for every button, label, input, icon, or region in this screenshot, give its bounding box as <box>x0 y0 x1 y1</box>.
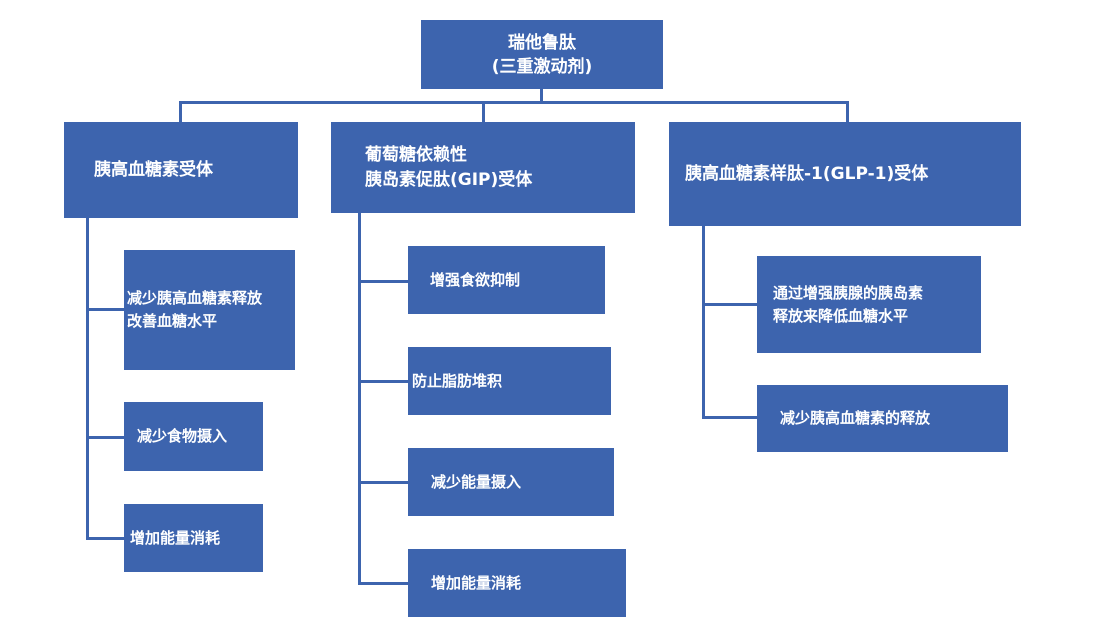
receptor-node-glucagon: 胰高血糖素受体 <box>64 122 298 218</box>
effect-label: 减少食物摄入 <box>137 427 228 445</box>
effect-label: 减少胰高血糖素的释放 <box>780 409 931 427</box>
receptor-label: 葡萄糖依赖性 胰岛素促肽(GIP)受体 <box>365 144 533 190</box>
connector-spine-2 <box>358 213 361 585</box>
connector-top-horizontal <box>179 101 849 104</box>
effect-node: 增加能量消耗 <box>124 504 263 572</box>
connector-branch-3-2 <box>702 416 757 419</box>
effect-node: 增加能量消耗 <box>408 549 626 617</box>
receptor-label: 胰高血糖素样肽-1(GLP-1)受体 <box>685 163 929 184</box>
connector-branch-3-1 <box>702 303 757 306</box>
connector-branch-2-4 <box>358 582 408 585</box>
receptor-label: 胰高血糖素受体 <box>94 159 213 180</box>
root-node: 瑞他鲁肽 (三重激动剂) <box>421 20 663 89</box>
effect-label: 增强食欲抑制 <box>430 270 521 289</box>
effect-label: 通过增强胰腺的胰岛素 释放来降低血糖水平 <box>773 283 924 325</box>
effect-node: 防止脂肪堆积 <box>408 347 611 415</box>
effect-node: 减少胰高血糖素的释放 <box>757 385 1008 452</box>
receptor-node-gip: 葡萄糖依赖性 胰岛素促肽(GIP)受体 <box>331 122 635 213</box>
root-title: 瑞他鲁肽 <box>507 32 576 53</box>
connector-spine-1 <box>86 218 89 540</box>
connector-branch-1-1 <box>86 308 124 311</box>
connector-drop-2 <box>482 101 485 122</box>
effect-node: 减少食物摄入 <box>124 402 263 471</box>
connector-drop-1 <box>179 101 182 122</box>
connector-spine-3 <box>702 226 705 419</box>
connector-root-down <box>540 89 543 103</box>
receptor-node-glp1: 胰高血糖素样肽-1(GLP-1)受体 <box>669 122 1021 226</box>
root-subtitle: (三重激动剂) <box>491 56 593 77</box>
connector-branch-1-2 <box>86 436 124 439</box>
effect-node: 增强食欲抑制 <box>408 246 605 314</box>
connector-drop-3 <box>846 101 849 122</box>
effect-label: 增加能量消耗 <box>130 528 221 547</box>
effect-label: 防止脂肪堆积 <box>412 371 503 390</box>
connector-branch-1-3 <box>86 537 124 540</box>
effect-label: 减少能量摄入 <box>431 472 522 491</box>
effect-node: 减少能量摄入 <box>408 448 614 516</box>
effect-label: 增加能量消耗 <box>431 573 522 592</box>
effect-label: 减少胰高血糖素释放 改善血糖水平 <box>127 289 263 330</box>
connector-branch-2-3 <box>358 481 408 484</box>
connector-branch-2-2 <box>358 380 408 383</box>
effect-node: 减少胰高血糖素释放 改善血糖水平 <box>124 250 295 370</box>
effect-node: 通过增强胰腺的胰岛素 释放来降低血糖水平 <box>757 256 981 353</box>
connector-branch-2-1 <box>358 280 408 283</box>
